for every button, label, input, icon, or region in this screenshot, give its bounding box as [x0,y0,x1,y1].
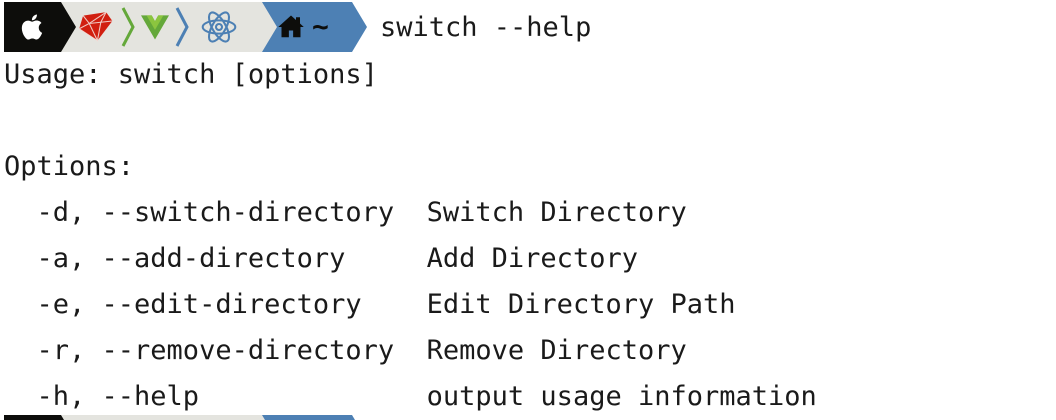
prompt-segment-tools [61,2,277,52]
home-icon [276,12,306,42]
output-line-blank [4,98,1056,144]
output-line-option-edit: -e, --edit-directory Edit Directory Path [4,289,736,320]
prompt-segment-directory: ~ [262,2,367,52]
vuejs-icon [141,15,169,40]
output-line-options-header: Options: [4,151,135,182]
home-path-label: ~ [312,10,329,43]
react-icon [199,8,239,46]
chevron-right-icon [121,5,135,49]
output-line-option-help: -h, --help output usage information [4,381,817,412]
prompt-segment-os [4,415,76,420]
ruby-icon [77,10,115,44]
prompt-line: ~ switch --help [0,2,1056,52]
apple-logo-icon [17,11,47,43]
next-prompt-line-partial: ~ [0,415,1056,420]
output-line-usage: Usage: switch [options] [4,59,378,90]
prompt-segment-directory: ~ [262,415,367,420]
help-output: Usage: switch [options] Options: -d, --s… [0,52,1056,420]
chevron-right-icon [175,5,189,49]
prompt-segment-os [4,2,76,52]
prompt-segment-tools [61,415,277,420]
home-path-label: ~ [312,415,329,420]
output-line-option-remove: -r, --remove-directory Remove Directory [4,335,687,366]
command-text: switch --help [380,11,592,43]
output-line-option-add: -a, --add-directory Add Directory [4,243,638,274]
output-line-option-switch: -d, --switch-directory Switch Directory [4,197,687,228]
